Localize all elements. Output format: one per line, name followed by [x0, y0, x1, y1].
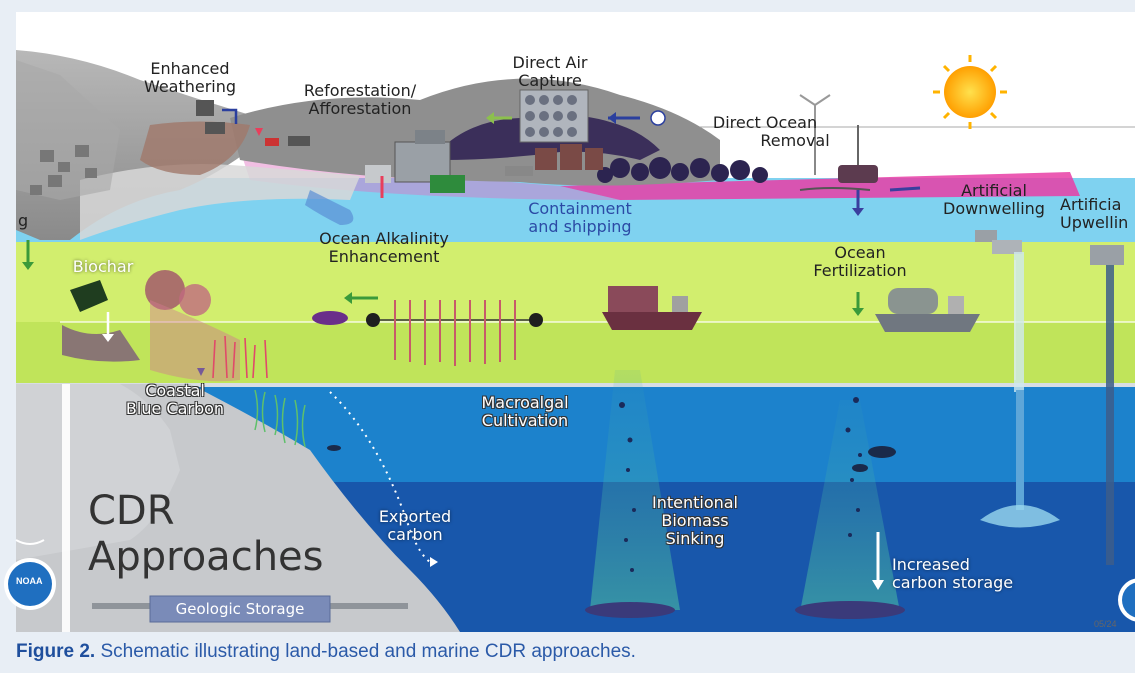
label-biochar: Biochar [72, 257, 134, 276]
surface-film [560, 172, 1080, 200]
label-reforestation: Reforestation/Afforestation [303, 81, 417, 118]
fertilization-sinking-beam [800, 400, 900, 612]
co2-molecule-icon [650, 110, 666, 126]
weathering-plant [196, 100, 225, 134]
sediment-deposit [585, 602, 675, 618]
noaa-logo-icon-right [1118, 578, 1135, 622]
downwelling-platform [975, 230, 1060, 528]
ocean-removal-platform [838, 125, 878, 183]
cdr-schematic [4, 12, 1135, 632]
sediment-deposit [795, 601, 905, 619]
forest-trees [597, 157, 768, 183]
buoy-icon [366, 313, 380, 327]
weathering-field [140, 121, 250, 175]
truck-icon [288, 136, 310, 146]
noaa-logo-text: NOAA [16, 576, 43, 586]
tractor-icon [265, 138, 279, 146]
kelp-icon [254, 389, 306, 448]
upwelling-platform [1090, 245, 1124, 565]
mangrove-trees [145, 270, 240, 382]
sequestration-arrows [22, 240, 864, 316]
biochar-tree [62, 280, 140, 362]
figure-caption: Figure 2. Schematic illustrating land-ba… [16, 640, 636, 664]
figure-number: Figure 2. [16, 641, 96, 662]
version-stamp: 05/24 [1094, 619, 1117, 629]
truck-icon [505, 166, 533, 176]
storage-tanks [535, 144, 603, 170]
village [30, 145, 97, 195]
removal-flow-arrow [799, 187, 871, 191]
alkalinity-plume [305, 190, 354, 225]
seagrass [212, 335, 268, 379]
geologic-storage-label: Geologic Storage [175, 600, 305, 618]
wind-turbine-icon [799, 94, 831, 122]
fish-icon [327, 445, 896, 472]
caption-text: Schematic illustrating land-based and ma… [95, 641, 636, 662]
algae-band-lower [16, 322, 1135, 384]
ship-icon [875, 288, 980, 332]
seaweed-bundle [312, 311, 348, 325]
noaa-logo-icon [4, 558, 56, 610]
sun-icon [933, 55, 1007, 129]
buoy-icon [529, 313, 543, 327]
direct-air-capture-unit [519, 89, 589, 143]
label-left-cut: g [18, 211, 29, 230]
factory-icon [365, 130, 465, 193]
macroalgae-farm [394, 300, 516, 366]
geologic-storage-box [149, 595, 331, 623]
sinking-particles [619, 397, 862, 572]
biomass-sinking-beam [590, 370, 680, 610]
ship-icon [602, 286, 702, 330]
